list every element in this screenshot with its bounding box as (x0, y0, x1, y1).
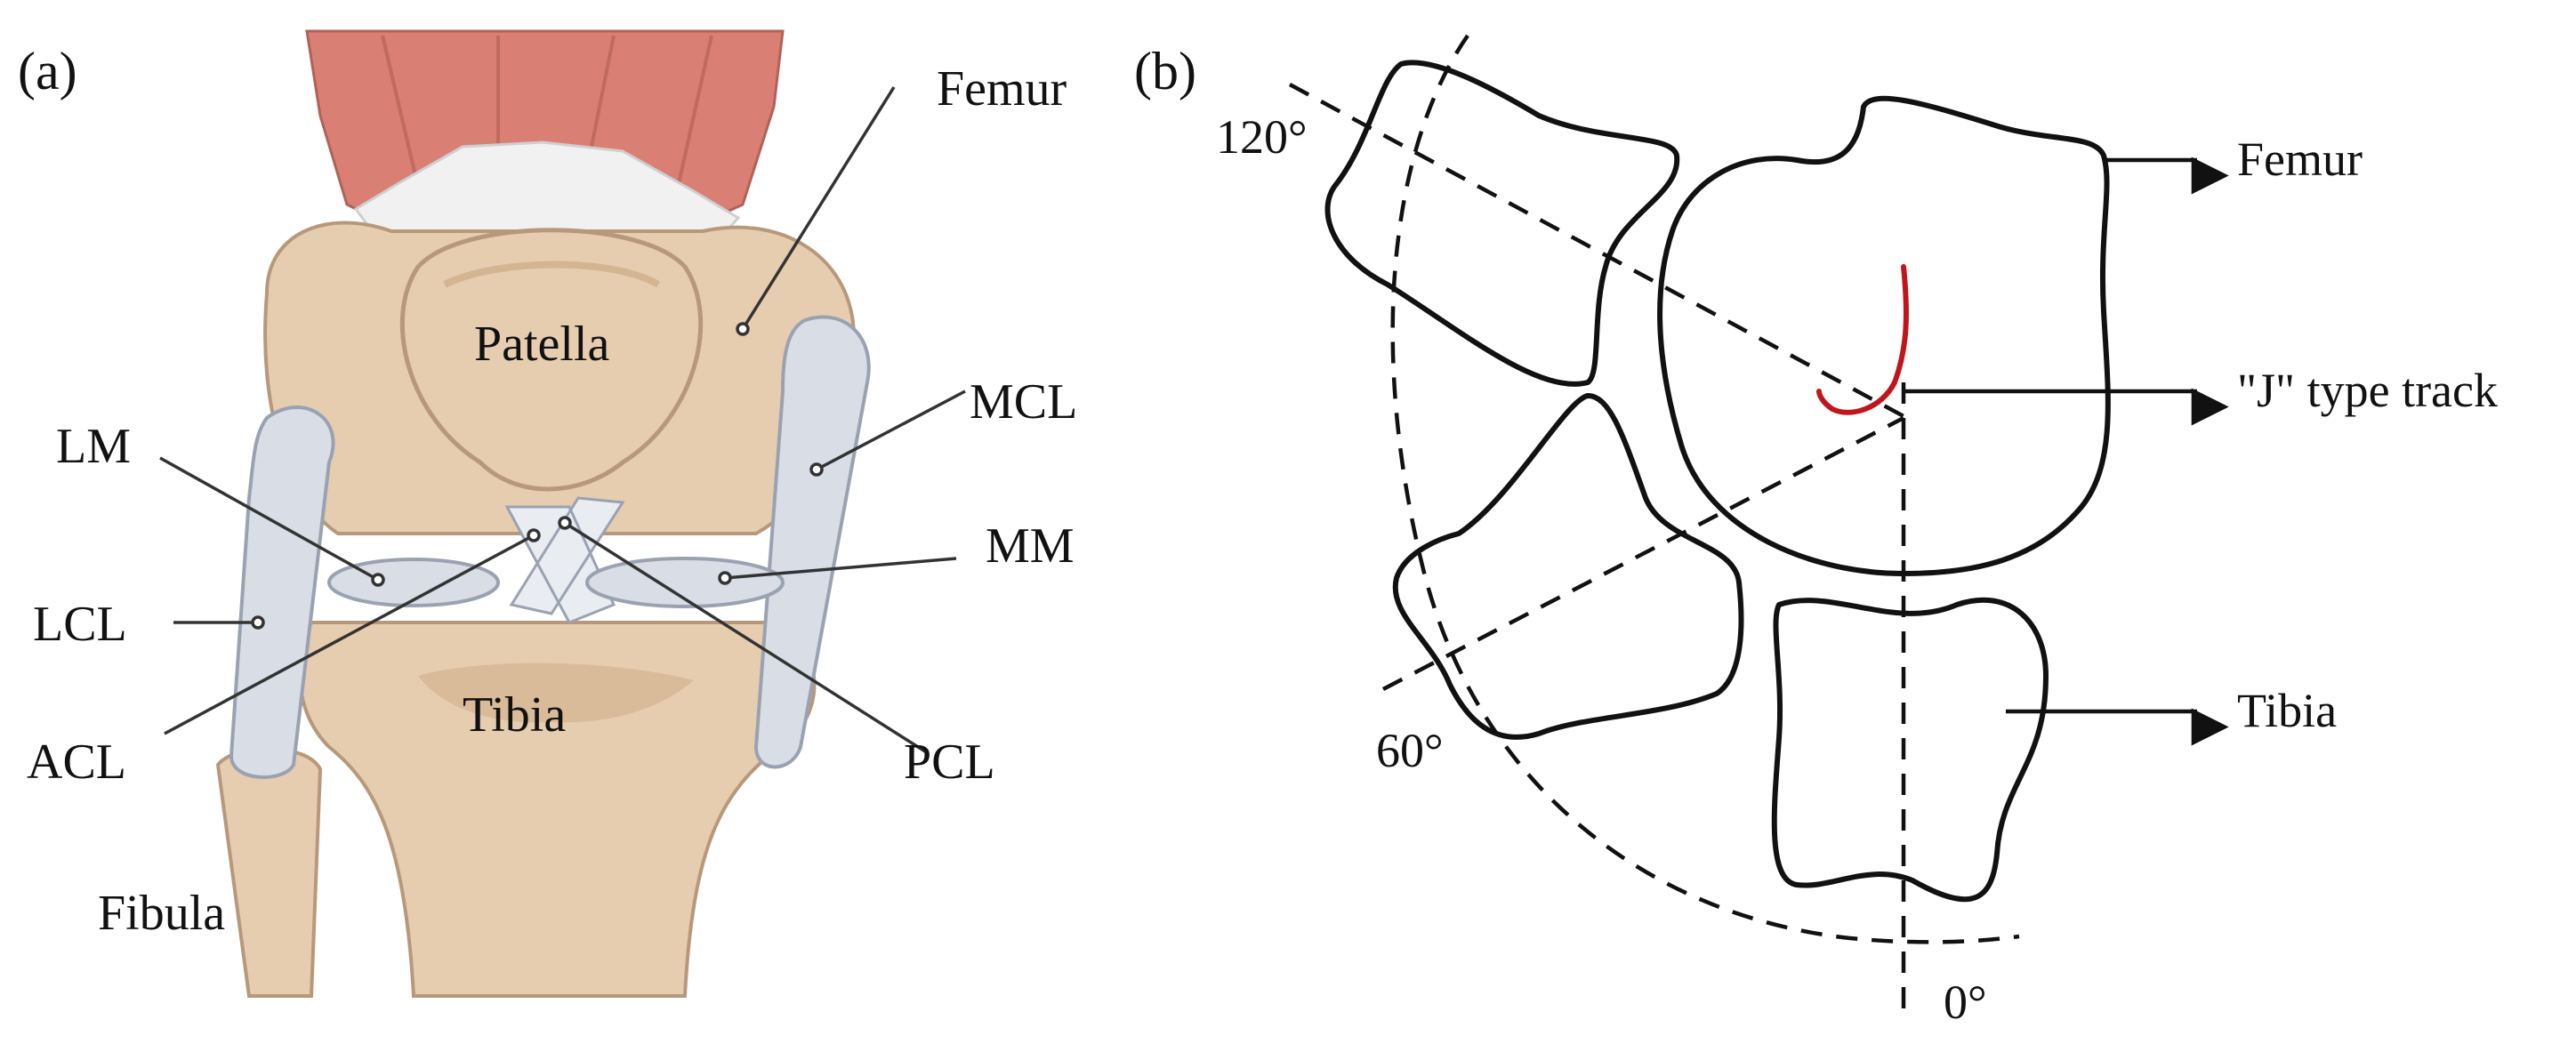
mcl-ligament (753, 315, 871, 769)
medial-meniscus (585, 557, 785, 608)
femur-outline (1657, 95, 2111, 576)
label-tibia-b: Tibia (2237, 684, 2337, 737)
patella-bone (399, 228, 704, 492)
label-fibula: Fibula (98, 886, 225, 941)
patella-position-0 (1771, 597, 2049, 903)
patella-position-60 (1392, 393, 1744, 740)
panel-b-arrows (1904, 157, 2229, 746)
label-j-track: "J" type track (2237, 364, 2498, 417)
angle-label-0: 0° (1944, 976, 1987, 1029)
guide-60 (1381, 416, 1905, 691)
label-pcl: PCL (904, 735, 995, 790)
knee-illustration (215, 29, 871, 998)
panel-a-leaders (159, 86, 966, 753)
tibia-bone (297, 621, 817, 998)
rotation-arc (1390, 34, 2020, 944)
label-patella: Patella (474, 317, 610, 372)
label-acl: ACL (27, 735, 126, 790)
lateral-meniscus (327, 558, 500, 607)
fibula-bone (215, 746, 323, 998)
angle-label-120: 120° (1216, 110, 1308, 164)
angle-label-60: 60° (1376, 724, 1444, 777)
angle-guides (1288, 34, 2020, 1009)
label-lm: LM (56, 419, 131, 474)
panel-a-label: (a) (18, 42, 77, 100)
label-femur-b: Femur (2237, 133, 2363, 186)
label-femur-a: Femur (937, 61, 1067, 116)
label-mcl: MCL (970, 374, 1077, 430)
j-type-track (1816, 264, 1909, 415)
panel-b: (b) Femur "J" type track Tibia 120° 60° … (1134, 34, 2498, 1029)
panel-b-label: (b) (1134, 42, 1196, 100)
panel-a: (a) (18, 29, 1077, 998)
label-lcl: LCL (33, 597, 127, 652)
patella-position-120 (1324, 60, 1680, 387)
label-tibia-a: Tibia (463, 687, 566, 743)
guide-120 (1288, 83, 1905, 418)
label-mm: MM (986, 518, 1075, 574)
